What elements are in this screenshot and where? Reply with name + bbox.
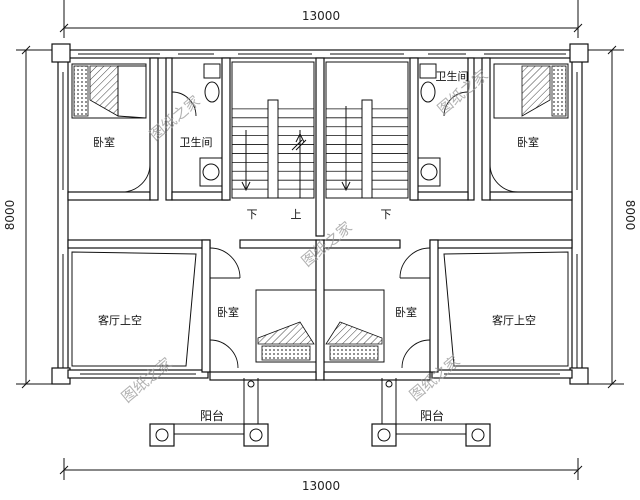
room-label-bedroom-top-right: 卧室 <box>517 135 539 149</box>
stair-right-down-label: 下 <box>381 208 392 221</box>
stair-left <box>231 61 315 199</box>
balcony-left <box>149 378 269 447</box>
room-label-living-void-right: 客厅上空 <box>492 313 536 327</box>
bed-top-left <box>71 63 147 119</box>
dimension-bottom: 13000 <box>59 458 583 493</box>
dimension-top: 13000 <box>59 0 583 38</box>
room-label-balcony-right: 阳台 <box>420 408 444 423</box>
living-void-right-outline <box>443 251 569 367</box>
bed-top-right <box>493 63 569 119</box>
dimension-bottom-label: 13000 <box>302 479 340 493</box>
bathroom-fixtures-right <box>417 63 441 187</box>
bed-mid-left <box>255 289 317 363</box>
room-label-bedroom-top-left: 卧室 <box>93 135 115 149</box>
room-label-balcony-left: 阳台 <box>200 408 224 423</box>
interior-walls <box>67 57 573 381</box>
doors <box>121 91 519 369</box>
dimension-left: 8000 <box>3 45 54 389</box>
outer-walls <box>51 43 589 385</box>
stair-left-up-label: 上 <box>291 208 302 221</box>
dimension-top-label: 13000 <box>302 9 340 23</box>
dimension-left-label: 8000 <box>3 200 17 231</box>
room-label-living-void-left: 客厅上空 <box>98 313 142 327</box>
bathroom-fixtures-left <box>199 63 223 187</box>
stair-left-down-label: 下 <box>247 208 258 221</box>
room-label-bedroom-mid-right: 卧室 <box>395 305 417 319</box>
living-void-left-outline <box>71 251 197 367</box>
room-label-bedroom-mid-left: 卧室 <box>217 305 239 319</box>
dimension-right-label: 8000 <box>623 200 637 231</box>
balcony-right <box>371 378 491 447</box>
bed-mid-right <box>323 289 385 363</box>
room-label-bathroom-right: 卫生间 <box>436 69 469 83</box>
watermark-4: 图纸之家 <box>118 354 176 406</box>
stair-right <box>325 61 409 199</box>
dimension-right: 8000 <box>586 45 637 389</box>
room-label-bathroom-left: 卫生间 <box>180 135 213 149</box>
